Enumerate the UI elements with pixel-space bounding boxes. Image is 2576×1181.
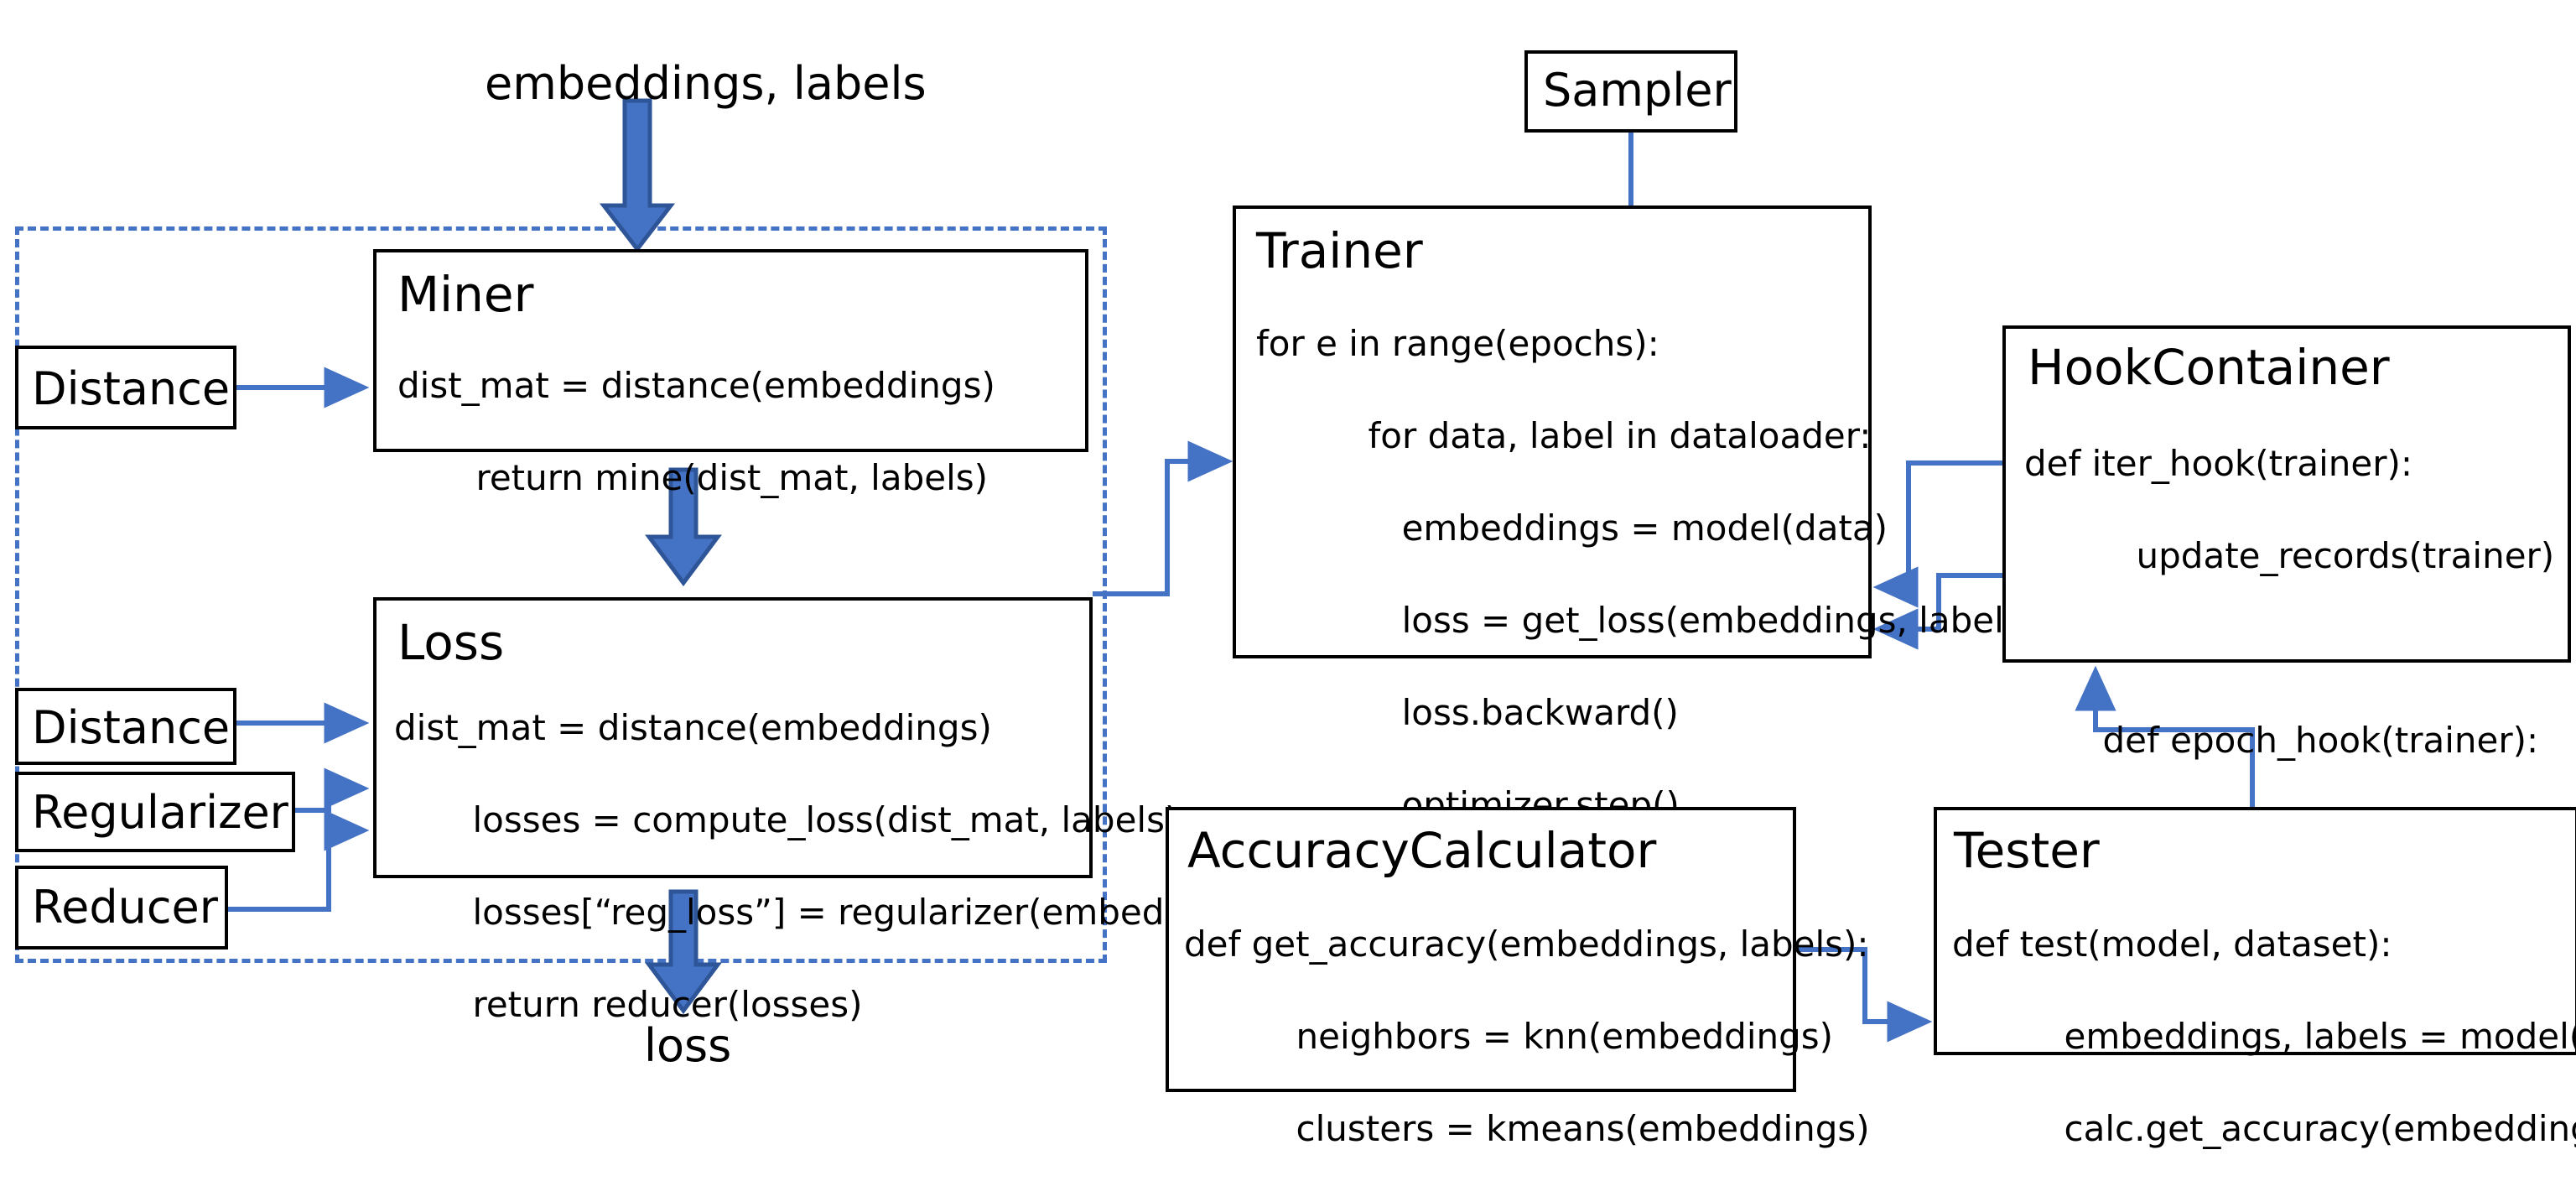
accuracycalculator-title: AccuracyCalculator (1187, 822, 1657, 879)
sampler-title: Sampler (1543, 64, 1732, 117)
accuracycalculator-code-line-0: def get_accuracy(embeddings, labels): (1184, 923, 1869, 965)
trainer-box[interactable] (1233, 206, 1872, 658)
trainer-code-line-3: loss = get_loss(embeddings, labels) (1334, 600, 2037, 642)
sampler-box[interactable] (1524, 50, 1737, 133)
tester-code-line-1: embeddings, labels = model(dataset) (2064, 1016, 2576, 1058)
accuracycalculator-box[interactable] (1166, 807, 1796, 1092)
loss-code-line-2: losses[“reg_loss”] = regularizer(embeddi… (472, 892, 1274, 934)
hookcontainer-code: def iter_hook(trainer): update_records(t… (2024, 440, 2576, 856)
miner-title: Miner (397, 266, 534, 323)
tester-code-line-0: def test(model, dataset): (1952, 923, 2392, 965)
miner-code-line-0: dist_mat = distance(embeddings) (397, 365, 995, 406)
tester-box[interactable] (1934, 807, 2576, 1055)
tester-code-line-2: calc.get_accuracy(embeddings, labels) (2064, 1108, 2576, 1150)
hookcontainer-code-line-1: update_records(trainer) (2102, 535, 2555, 577)
reducer-title: Reducer (32, 881, 218, 934)
loss-code-line-3: return reducer(losses) (472, 984, 863, 1026)
miner-box[interactable] (373, 249, 1088, 452)
tester-title: Tester (1954, 822, 2100, 879)
distance-bottom-title: Distance (32, 701, 231, 754)
distance-top-box[interactable] (15, 346, 236, 429)
accuracycalculator-code-line-1: neighbors = knn(embeddings) (1262, 1016, 1834, 1058)
loss-code-line-1: losses = compute_loss(dist_mat, labels) (472, 799, 1179, 841)
hookcontainer-title: HookContainer (2028, 339, 2390, 396)
trainer-code-line-1: for data, label in dataloader: (1334, 415, 1872, 457)
miner-code: dist_mat = distance(embeddings) return m… (397, 362, 995, 501)
loss-code: dist_mat = distance(embeddings) losses =… (394, 705, 1273, 1028)
hookcontainer-code-line-0: def iter_hook(trainer): (2024, 443, 2413, 484)
input-label: embeddings, labels (485, 57, 927, 110)
trainer-title: Trainer (1256, 222, 1423, 279)
distance-bottom-box[interactable] (15, 688, 236, 765)
loss-code-line-0: dist_mat = distance(embeddings) (394, 707, 992, 748)
wire-loss-to-trainer (1093, 440, 1233, 596)
accuracycalculator-code: def get_accuracy(embeddings, labels): ne… (1184, 921, 1966, 1181)
loss-title: Loss (397, 614, 505, 671)
tester-code: def test(model, dataset): embeddings, la… (1952, 921, 2576, 1152)
trainer-code-line-4: loss.backward() (1334, 692, 1679, 734)
hookcontainer-code-line-3: def epoch_hook(trainer): (2102, 720, 2539, 762)
reducer-box[interactable] (15, 866, 228, 949)
accuracycalculator-code-line-2: clusters = kmeans(embeddings) (1262, 1108, 1870, 1150)
distance-top-title: Distance (32, 362, 231, 415)
regularizer-box[interactable] (15, 772, 295, 852)
trainer-code-line-0: for e in range(epochs): (1256, 323, 1659, 364)
miner-code-line-1: return mine(dist_mat, labels) (475, 457, 989, 499)
hookcontainer-box[interactable] (2002, 325, 2571, 663)
output-label: loss (644, 1019, 732, 1072)
regularizer-title: Regularizer (32, 786, 288, 839)
loss-box[interactable] (373, 597, 1093, 878)
trainer-code-line-2: embeddings = model(data) (1334, 507, 1888, 549)
